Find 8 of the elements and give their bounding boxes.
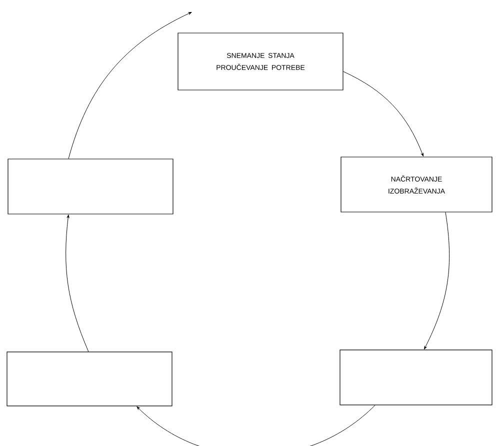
arrow	[68, 12, 192, 159]
empty-box	[8, 158, 174, 214]
empty-box	[340, 350, 492, 406]
arrow	[136, 405, 376, 446]
arrow	[343, 71, 424, 156]
empty-box	[6, 352, 172, 406]
arrow	[66, 214, 89, 352]
arrow	[424, 212, 450, 350]
